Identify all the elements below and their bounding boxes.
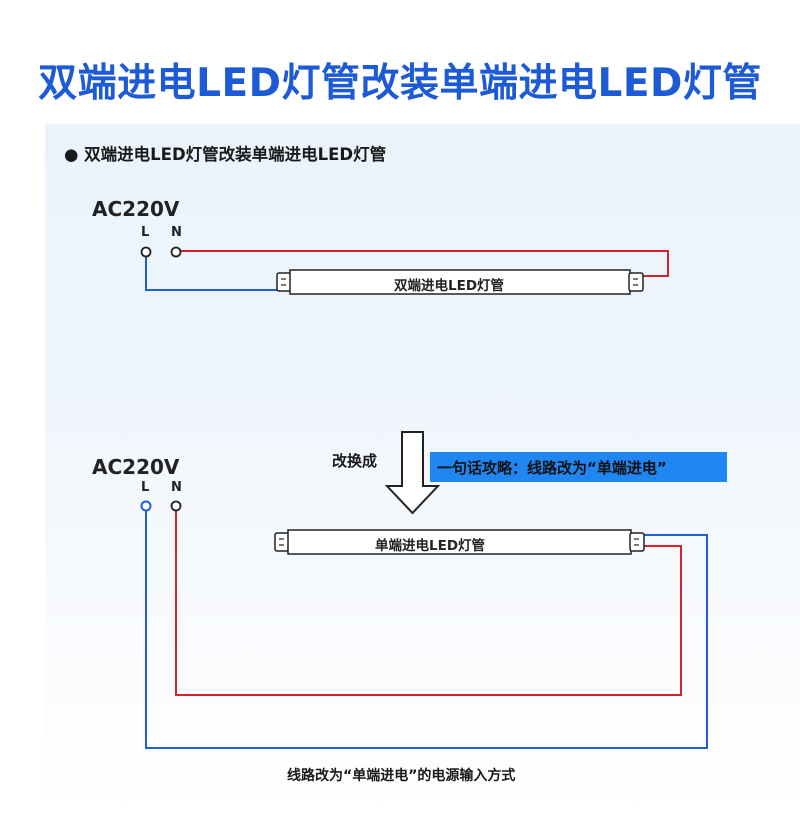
page-title: 双端进电LED灯管改装单端进电LED灯管 <box>38 61 762 106</box>
top-terminal-l <box>140 246 152 258</box>
bottom-terminal-l-label: L <box>141 480 150 495</box>
bottom-terminal-n <box>170 500 182 512</box>
bottom-terminal-n-label: N <box>171 480 182 495</box>
top-terminal-n <box>170 246 182 258</box>
down-arrow <box>384 431 441 515</box>
bottom-tube <box>274 529 645 555</box>
top-tube-label: 双端进电LED灯管 <box>394 278 505 294</box>
top-terminal-l-label: L <box>141 225 150 240</box>
top-blue-wire <box>145 256 282 291</box>
bottom-blue-wire <box>145 510 708 749</box>
tip-banner <box>430 452 727 482</box>
top-terminal-n-label: N <box>171 225 182 240</box>
top-source-label: AC220V <box>92 197 180 221</box>
top-tube <box>276 269 644 295</box>
bullet-icon: ● <box>64 145 79 164</box>
bottom-terminal-l <box>140 500 152 512</box>
bottom-source-label: AC220V <box>92 455 180 479</box>
swap-label: 改换成 <box>332 452 378 470</box>
bottom-red-wire <box>175 510 682 696</box>
section-heading-text: 双端进电LED灯管改装单端进电LED灯管 <box>84 145 387 164</box>
section-heading: ● 双端进电LED灯管改装单端进电LED灯管 <box>64 141 386 165</box>
bottom-tube-label: 单端进电LED灯管 <box>375 538 486 554</box>
caption: 线路改为“单端进电”的电源输入方式 <box>287 768 516 784</box>
tip-text: 一句话攻略：线路改为“单端进电” <box>437 459 667 477</box>
